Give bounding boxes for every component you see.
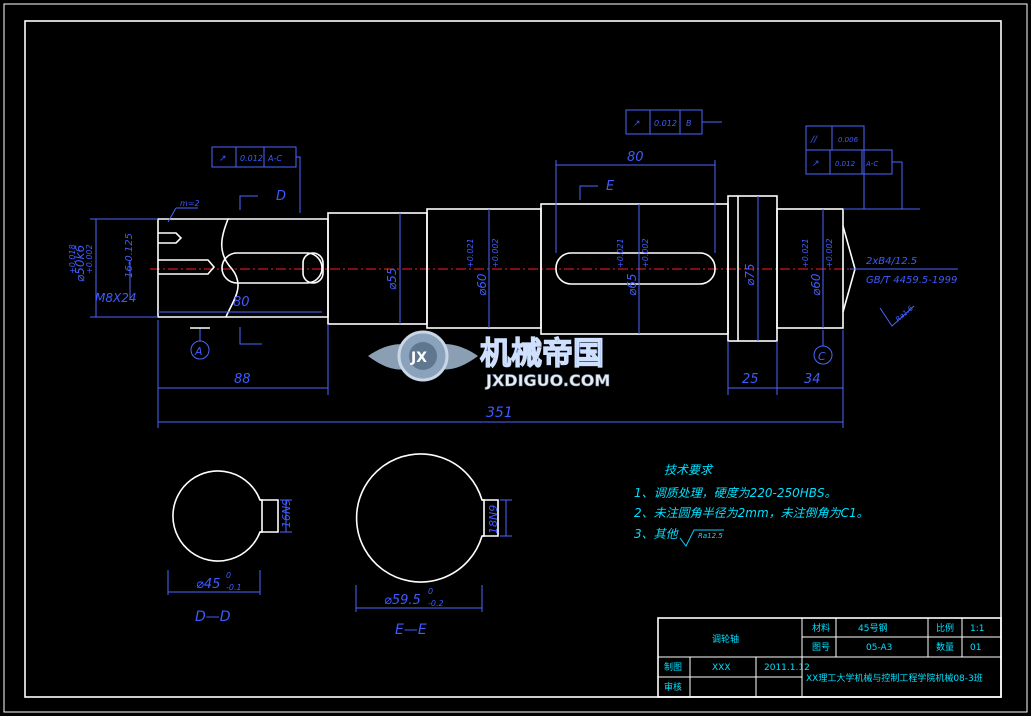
- dim-d50-tol-upper: +0.018: [68, 244, 77, 274]
- section-ee-key: 18N9: [487, 505, 500, 534]
- watermark: JX: [368, 330, 478, 382]
- tb-organization: XX理工大学机械与控制工程学院机械08-3班: [806, 672, 983, 684]
- tb-qty-label: 数量: [936, 641, 954, 653]
- dim-25: 25: [742, 372, 759, 387]
- tb-drawn-label: 制图: [664, 661, 682, 673]
- svg-text:↗: ↗: [633, 119, 641, 129]
- tech-heading: 技术要求: [664, 463, 714, 477]
- tech-roughness: Ra12.5: [698, 532, 723, 540]
- tb-drawn-by: XXX: [712, 663, 731, 673]
- section-dd: [167, 470, 292, 595]
- section-ee-tol-upper: 0: [428, 587, 433, 596]
- dim-d50-tol-lower: +0.002: [85, 244, 94, 274]
- dim-d60-right: ⌀60: [809, 273, 823, 296]
- center-hole-standard: GB/T 4459.5-1999: [866, 275, 957, 286]
- section-dd-tol: -0.1: [226, 583, 242, 592]
- svg-text:JX: JX: [410, 350, 427, 366]
- datum-a: A: [194, 345, 203, 358]
- section-ee-tol: -0.2: [428, 599, 444, 608]
- dim-d55: ⌀55: [385, 268, 399, 291]
- tb-drawing-no-label: 图号: [812, 642, 830, 653]
- tb-material-label: 材料: [812, 622, 830, 634]
- svg-text:0.012: 0.012: [654, 119, 677, 128]
- svg-text:0.006: 0.006: [838, 136, 859, 144]
- svg-text:0.012: 0.012: [240, 154, 263, 163]
- tolerance-frame-top-right: // 0.006 ↗ 0.012 A-C: [805, 125, 920, 210]
- section-dd-tol-upper: 0: [226, 571, 231, 580]
- tolerance-frame-top-mid: ↗ 0.012 B: [625, 109, 722, 135]
- dim-88: 88: [234, 372, 251, 387]
- dimension-lines: [90, 160, 844, 428]
- tb-checked-label: 审核: [664, 681, 682, 693]
- dim-m8x24: M8X24: [95, 291, 136, 305]
- tb-part-name: 调轮轴: [712, 633, 739, 645]
- section-ee-label: E—E: [395, 622, 427, 638]
- chamfer-tag: m=2: [180, 199, 200, 208]
- tb-scale-label: 比例: [936, 622, 954, 634]
- shaft-outline: [157, 195, 856, 342]
- tech-item-1: 1、调质处理，硬度为220-250HBS。: [634, 486, 837, 500]
- watermark-domain: JXDIGUO.COM: [485, 371, 610, 390]
- svg-text:A-C: A-C: [865, 160, 878, 168]
- svg-text:↗: ↗: [812, 159, 820, 169]
- section-ee: [355, 453, 512, 612]
- outer-border: [3, 3, 1028, 713]
- tech-requirements: 技术要求 1、调质处理，硬度为220-250HBS。 2、未注圆角半径为2mm，…: [634, 463, 869, 547]
- tb-qty: 01: [970, 643, 981, 653]
- section-d-top: D: [276, 189, 286, 204]
- section-e-top: E: [606, 179, 615, 194]
- tech-item-2: 2、未注圆角半径为2mm，未注倒角为C1。: [634, 506, 869, 520]
- dim-d65-tol-lower: +0.002: [641, 238, 650, 268]
- dim-d60-right-tol-lower: +0.002: [825, 238, 834, 268]
- datum-c: C: [818, 350, 826, 363]
- tb-material: 45号钢: [858, 622, 887, 634]
- svg-text:B: B: [686, 119, 692, 128]
- tb-date: 2011.1.12: [764, 663, 810, 673]
- title-block: [657, 617, 1002, 698]
- tb-drawing-no: 05-A3: [866, 643, 892, 653]
- dim-d60-mid: ⌀60: [475, 273, 489, 296]
- tech-item-3: 3、其他: [634, 527, 680, 541]
- dim-351: 351: [486, 405, 513, 421]
- dim-d60-mid-tol-upper: +0.021: [466, 238, 475, 268]
- dim-keyway-depth: 16-0.125: [124, 233, 135, 278]
- dim-80-top: 80: [627, 150, 644, 165]
- tolerance-frame-left: ↗ 0.012 A-C: [211, 146, 301, 213]
- svg-text:↗: ↗: [219, 154, 227, 164]
- dim-80-left: 80: [233, 295, 250, 310]
- dim-d65: ⌀65: [625, 274, 639, 297]
- section-ee-dim: ⌀59.5: [384, 593, 421, 608]
- dim-d60-mid-tol-lower: +0.002: [491, 238, 500, 268]
- roughness-right: Ra1.6: [894, 304, 915, 324]
- tb-scale: 1:1: [970, 624, 984, 634]
- section-dd-key: 16N9: [280, 499, 293, 528]
- drawing-border: [24, 20, 1002, 698]
- dim-d60-right-tol-upper: +0.021: [801, 238, 810, 268]
- svg-text:A-C: A-C: [267, 154, 282, 163]
- svg-text://: //: [810, 135, 818, 145]
- watermark-brand: 机械帝国: [480, 336, 604, 372]
- section-dd-dim: ⌀45: [196, 577, 220, 592]
- svg-text:0.012: 0.012: [835, 160, 856, 168]
- dim-d50: ⌀50k6: [73, 245, 87, 282]
- section-dd-label: D—D: [195, 609, 231, 625]
- dim-d75: ⌀75: [743, 264, 757, 287]
- dim-34: 34: [804, 372, 821, 387]
- section-markers: [239, 185, 598, 353]
- center-hole-spec: 2xB4/12.5: [866, 256, 917, 267]
- dim-d65-tol-upper: +0.021: [616, 238, 625, 268]
